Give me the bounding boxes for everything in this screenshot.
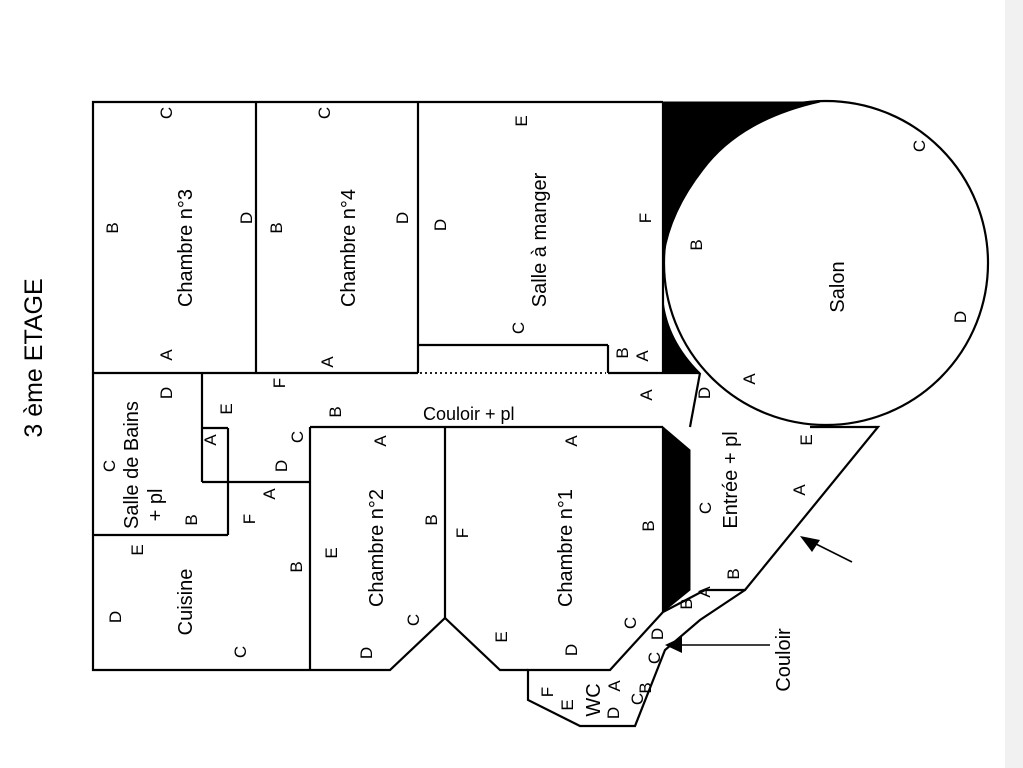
wall-letter: A bbox=[318, 356, 337, 368]
wall-letter: F bbox=[636, 213, 655, 223]
wall-letter: E bbox=[512, 115, 531, 126]
page-edge-strip bbox=[1005, 0, 1023, 768]
black-fill-middle bbox=[662, 425, 691, 614]
wall-letter: D bbox=[272, 460, 291, 472]
wall-letter: D bbox=[357, 647, 376, 659]
room-salon: Salon bbox=[827, 261, 849, 312]
wall-letter: A bbox=[371, 435, 390, 447]
wall-letter: A bbox=[637, 389, 656, 401]
wall-letter: C bbox=[621, 617, 640, 629]
wall-letter: A bbox=[605, 680, 624, 692]
wall-letter: E bbox=[558, 699, 577, 710]
wall-letter: D bbox=[431, 219, 450, 231]
wall-letter: D bbox=[695, 387, 714, 399]
wall-letter: C bbox=[509, 322, 528, 334]
wall-letter: B bbox=[724, 568, 743, 579]
wall-letter: A bbox=[260, 488, 279, 500]
wall-letter: C bbox=[157, 107, 176, 119]
room-chambre3: Chambre n°3 bbox=[175, 189, 197, 307]
wall-letters: C B D A C B D A E D F C B A C B D A D E … bbox=[100, 107, 970, 719]
wall-letter: B bbox=[677, 598, 696, 609]
wall-letter: B bbox=[103, 222, 122, 233]
wall-letter: A bbox=[157, 349, 176, 361]
room-entree: Entrée + pl bbox=[720, 431, 742, 528]
wall-letter: E bbox=[128, 544, 147, 555]
wall-letter: B bbox=[326, 406, 345, 417]
arrow-couloir-head bbox=[665, 637, 682, 653]
wall-letter: A bbox=[633, 350, 652, 362]
wall-letter: E bbox=[492, 631, 511, 642]
wall-letter: E bbox=[322, 547, 341, 558]
room-couloir: Couloir bbox=[773, 628, 795, 692]
wall-letter: D bbox=[951, 311, 970, 323]
room-cuisine: Cuisine bbox=[175, 569, 197, 636]
wall-letter: D bbox=[393, 212, 412, 224]
room-salle-a-manger: Salle à manger bbox=[529, 172, 551, 307]
room-chambre4: Chambre n°4 bbox=[338, 189, 360, 307]
room-sdb-line1: Salle de Bains bbox=[121, 401, 143, 529]
outer-wall bbox=[91, 100, 663, 672]
wall-letter: F bbox=[453, 528, 472, 538]
wall-letter: C bbox=[315, 107, 334, 119]
wall-letter: C bbox=[288, 431, 307, 443]
room-wc: WC bbox=[583, 683, 605, 716]
wall-letter: E bbox=[217, 403, 236, 414]
wall-letter: B bbox=[687, 239, 706, 250]
wall-letter: A bbox=[562, 435, 581, 447]
wall-letter: D bbox=[562, 644, 581, 656]
wall-letter: C bbox=[404, 614, 423, 626]
wall-letter: B bbox=[267, 222, 286, 233]
wall-letter: C bbox=[628, 693, 647, 705]
wall-letter: B bbox=[422, 514, 441, 525]
wall-letter: C bbox=[231, 646, 250, 658]
wall-letter: A bbox=[740, 373, 759, 385]
arrow-entree-head bbox=[800, 536, 820, 552]
wall-letter: B bbox=[613, 347, 632, 358]
wall-letter: A bbox=[790, 484, 809, 496]
room-chambre2: Chambre n°2 bbox=[366, 489, 388, 607]
wall-letter: B bbox=[639, 520, 658, 531]
wall-letter: D bbox=[106, 611, 125, 623]
wall-letter: C bbox=[645, 652, 664, 664]
wall-letter: E bbox=[797, 434, 816, 445]
wall-letter: C bbox=[696, 502, 715, 514]
wall-letter: F bbox=[538, 687, 557, 697]
wall-letter: D bbox=[604, 707, 623, 719]
salon-circle bbox=[662, 99, 990, 427]
wall-letter: F bbox=[270, 378, 289, 388]
room-sdb-line2: + pl bbox=[145, 489, 167, 522]
wall-letter: A bbox=[201, 434, 220, 446]
wall-letter: D bbox=[237, 212, 256, 224]
wall-letter: A bbox=[695, 586, 714, 598]
room-couloir-pl: Couloir + pl bbox=[423, 404, 515, 424]
wall-entree bbox=[526, 425, 881, 728]
room-chambre1: Chambre n°1 bbox=[555, 489, 577, 607]
wall-letter: F bbox=[240, 514, 259, 524]
wall-letter: D bbox=[157, 387, 176, 399]
wall-letter: B bbox=[182, 514, 201, 525]
wall-letter: B bbox=[636, 682, 655, 693]
floor-title: 3 ème ETAGE bbox=[20, 278, 48, 437]
wall-letter: C bbox=[910, 140, 929, 152]
black-fill-top bbox=[662, 101, 821, 263]
wall-letter: B bbox=[287, 561, 306, 572]
wall-letter: D bbox=[648, 628, 667, 640]
wall-letter: C bbox=[100, 460, 119, 472]
wall-salon-entree bbox=[688, 372, 702, 428]
